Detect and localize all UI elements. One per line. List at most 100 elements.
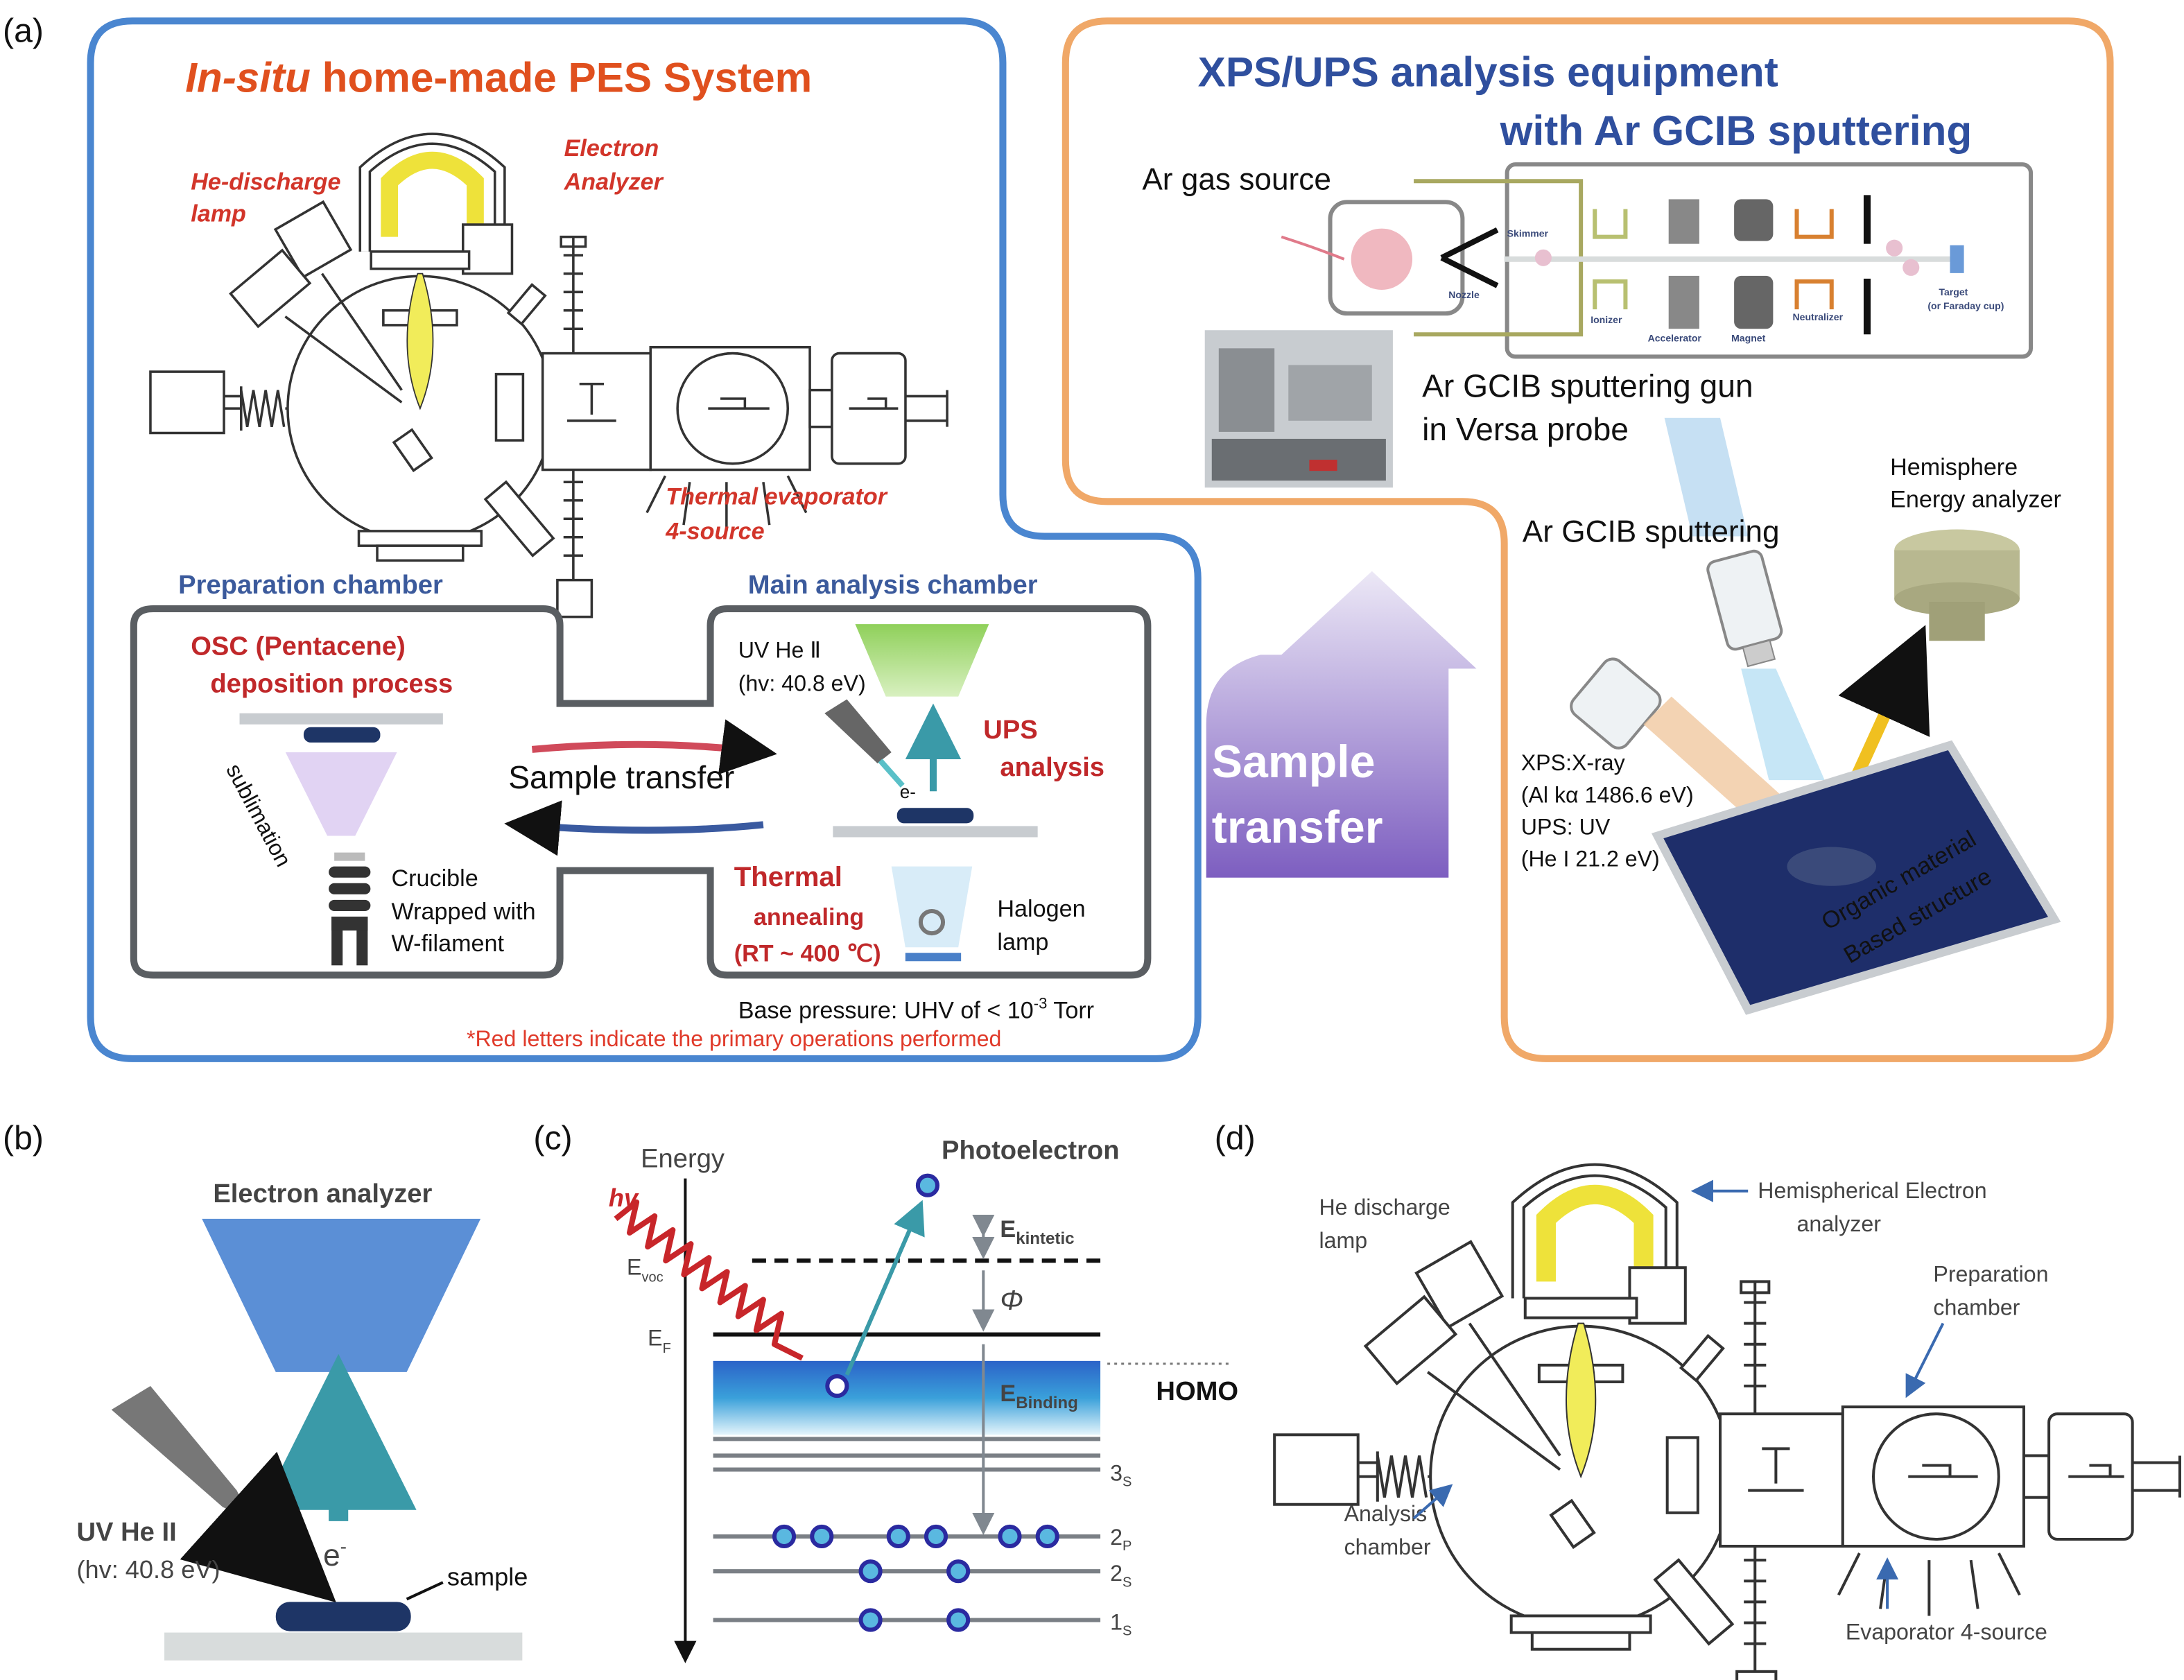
transfer-arrow-left: [504, 800, 764, 856]
chamber-outline: [130, 605, 1152, 979]
c-electrons: [772, 1173, 1059, 1632]
main-chamber-title: Main analysis chamber: [748, 570, 1038, 600]
uv-beam: [878, 759, 905, 788]
crucible-icon: [329, 852, 371, 966]
sample-transfer-label: Sample transfer: [508, 759, 734, 795]
sputter-beam-top: [1664, 417, 1749, 537]
gas-source-bulb: [1351, 228, 1413, 290]
d-apparatus-drawing: [1274, 1170, 2180, 1680]
magnet-label: Magnet: [1731, 332, 1765, 343]
transfer-arrow-right: [531, 719, 777, 775]
b-electron-label: e-: [323, 1536, 347, 1573]
b-sample: [275, 1602, 411, 1631]
accelerator-label: Accelerator: [1648, 332, 1702, 343]
main-sample: [896, 808, 974, 824]
panel-label-b: (b): [3, 1119, 44, 1157]
halogen-lamp-glow: [891, 866, 973, 948]
c-evac-label: Evoc: [627, 1254, 664, 1285]
main-sample-stage: [833, 826, 1038, 838]
pes-system-title: In-situ home-made PES System: [185, 54, 812, 101]
sputter-spot: [1787, 847, 1877, 886]
c-level-3s: 3S: [1110, 1461, 1132, 1490]
b-source-label: UV He II: [76, 1517, 176, 1547]
big-sample-transfer-arrow: [1206, 571, 1477, 878]
pentacene-film: [303, 727, 381, 743]
sublimation-plume: [285, 752, 397, 836]
c-homo-band: [713, 1360, 1101, 1435]
c-emission-arrow: [844, 1200, 925, 1376]
osc-deposition-label: OSC (Pentacene)deposition process: [191, 631, 453, 698]
b-stage: [164, 1632, 523, 1661]
d-evaporator-label: Evaporator 4-source: [1846, 1620, 2047, 1645]
c-phi-label: Φ: [1000, 1285, 1023, 1316]
panel-label-d: (d): [1215, 1119, 1256, 1157]
halogen-lamp-icon: [918, 908, 946, 936]
c-photoelectron-label: Photoelectron: [942, 1136, 1120, 1166]
pes-system-border: [87, 17, 1202, 1062]
cluster-beam: [1741, 668, 1825, 781]
target-label: Target: [1939, 286, 1968, 297]
sublimation-label: sublimation: [221, 759, 296, 870]
pes-title-italic: In-situ: [185, 54, 311, 101]
prep-chamber-title: Preparation chamber: [178, 570, 443, 600]
c-level-2p: 2P: [1110, 1525, 1132, 1554]
d-prep-pointer: [1905, 1322, 1945, 1398]
c-level-1s: 1S: [1110, 1610, 1132, 1639]
b-sample-pointer: [406, 1581, 444, 1601]
neutralizer-label: Neutralizer: [1792, 311, 1843, 322]
c-photoelectron: [915, 1173, 940, 1197]
sputter-gun-icon: [1706, 549, 1783, 668]
ionizer-label: Ionizer: [1591, 314, 1622, 325]
pes-title-rest: home-made PES System: [311, 54, 812, 101]
ar-gas-source-label: Ar gas source: [1142, 162, 1331, 196]
heater-plate: [905, 953, 962, 962]
nozzle-icon: [1440, 227, 1499, 288]
c-ef-label: EF: [648, 1326, 671, 1356]
substrate-holder: [239, 713, 443, 725]
sputtering-label: Ar GCIB sputtering: [1523, 515, 1780, 549]
pes-apparatus-drawing: [150, 139, 947, 616]
uv-lamp-icon: [824, 699, 892, 764]
electron-label: e-: [900, 781, 916, 802]
versa-probe-photo: [1204, 330, 1393, 488]
c-homo-label: HOMO: [1156, 1376, 1238, 1406]
gcib-schematic: [1281, 162, 2034, 359]
xray-gun-icon: [1570, 657, 1662, 750]
b-analyzer-label: Electron analyzer: [213, 1179, 432, 1209]
b-analyzer-cone: [202, 1218, 481, 1372]
skimmer-label: Skimmer: [1507, 228, 1549, 239]
source-energies-label: XPS:X-ray(Al kα 1486.6 eV)UPS: UV(He I 2…: [1521, 750, 1694, 872]
base-pressure-label: Base pressure: UHV of < 10-3 Torr: [738, 995, 1094, 1024]
c-energy-label: Energy: [641, 1144, 725, 1174]
b-uv-lamp-icon: [111, 1386, 251, 1518]
b-hv-label: (hv: 40.8 eV): [76, 1555, 220, 1584]
c-ebind-label: EBinding: [1000, 1380, 1077, 1412]
electron-analyzer-cone: [855, 624, 989, 697]
target-note-label: (or Faraday cup): [1927, 300, 2004, 311]
c-level-2s: 2S: [1110, 1561, 1132, 1590]
nozzle-label: Nozzle: [1448, 289, 1480, 300]
uv-source-label: UV He Ⅱ(hv: 40.8 eV): [738, 637, 866, 695]
d-analysis-pointer: [1412, 1484, 1453, 1520]
hemisphere-analyzer-icon: [1894, 529, 2020, 641]
b-sample-label: sample: [447, 1562, 528, 1591]
c-photon-wave: [614, 1199, 804, 1361]
red-letters-note: *Red letters indicate the primary operat…: [467, 1026, 1001, 1051]
xps-system-border: [1061, 17, 2114, 1062]
